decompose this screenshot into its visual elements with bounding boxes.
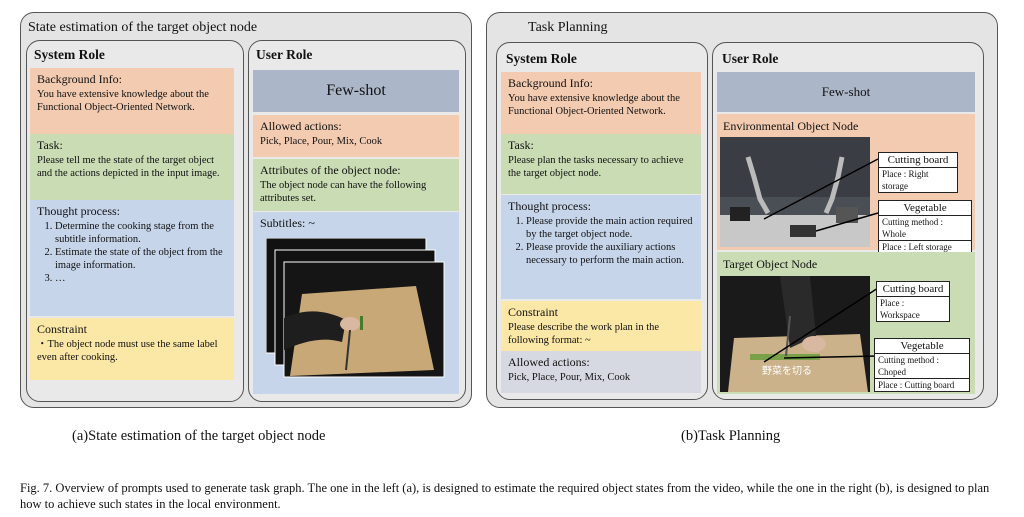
left-background-text: You have extensive knowledge about the F…: [37, 89, 209, 113]
right-thought-item: Please provide the main action required …: [526, 215, 694, 241]
right-thought-box: Thought process: Please provide the main…: [501, 195, 701, 299]
left-thought-item: Estimate the state of the object from th…: [55, 246, 227, 272]
vegetable-target-label: Vegetable Cutting method : Choped Place …: [874, 338, 970, 392]
left-allowed-box: Allowed actions: Pick, Place, Pour, Mix,…: [253, 115, 459, 157]
figure-caption: Fig. 7. Overview of prompts used to gene…: [20, 481, 990, 511]
left-attributes-box: Attributes of the object node: The objec…: [253, 159, 459, 211]
cutting-board-env-place: Place : Right storage: [882, 169, 929, 191]
right-constraint-head: Constraint: [508, 305, 558, 319]
robot-arm-right: [823, 156, 845, 214]
left-constraint-head: Constraint: [37, 322, 87, 336]
right-background-box: Background Info: You have extensive know…: [501, 72, 701, 134]
right-thought-list: Please provide the main action required …: [508, 215, 694, 267]
environment-photo: [720, 137, 870, 247]
right-background-head: Background Info:: [508, 76, 593, 90]
cutting-board-target-name: Cutting board: [877, 282, 949, 297]
left-task-box: Task: Please tell me the state of the ta…: [30, 134, 234, 200]
target-pointer-lines: [763, 287, 879, 363]
left-thought-list: Determine the cooking stage from the sub…: [37, 220, 227, 285]
arm-image: [284, 311, 346, 350]
cutting-board-target-place: Place : Workspace: [880, 298, 920, 320]
target-photo: [720, 276, 870, 392]
left-constraint-text: ・The object node must use the same label…: [37, 339, 218, 363]
vegetable-env-place: Place : Left storage: [882, 242, 952, 252]
env-pointer-lines: [763, 158, 879, 232]
panel-title-right: Task Planning: [528, 20, 608, 35]
left-thought-head: Thought process:: [37, 204, 120, 218]
target-node-title: Target Object Node: [723, 257, 818, 271]
vegetable-env-cutting: Cutting method : Whole: [879, 216, 971, 241]
left-background-head: Background Info:: [37, 72, 122, 86]
right-constraint-box: Constraint Please describe the work plan…: [501, 301, 701, 351]
vegetable-target-cutting: Cutting method : Choped: [875, 354, 969, 379]
left-fewshot-box: Few-shot: [253, 70, 459, 112]
vegetable-target-image: [750, 354, 820, 360]
left-attributes-text: The object node can have the following a…: [260, 180, 427, 204]
vegetable-target-place: Place : Cutting board: [878, 380, 955, 390]
vegetable-env-name: Vegetable: [879, 201, 971, 216]
right-allowed-head: Allowed actions:: [508, 355, 590, 369]
video-frame-stack: [266, 238, 445, 378]
vegetable-env-label: Vegetable Cutting method : Whole Place :…: [878, 200, 972, 254]
environmental-node-title: Environmental Object Node: [723, 119, 859, 133]
cutting-board-env-name: Cutting board: [879, 153, 957, 168]
cutting-board-env-image: [790, 225, 816, 237]
robot-arm-left: [745, 156, 771, 215]
cutting-board-env-label: Cutting board Place : Right storage: [878, 152, 958, 193]
cutting-board-target-image: [728, 334, 868, 392]
right-task-head: Task:: [508, 138, 534, 152]
left-constraint-box: Constraint ・The object node must use the…: [30, 318, 234, 380]
left-allowed-head: Allowed actions:: [260, 119, 342, 133]
right-background-text: You have extensive knowledge about the F…: [508, 93, 680, 117]
vegetable-target-name: Vegetable: [875, 339, 969, 354]
knife-image: [345, 329, 351, 371]
left-user-role-title: User Role: [256, 47, 313, 62]
left-attributes-head: Attributes of the object node:: [260, 163, 401, 177]
right-task-box: Task: Please plan the tasks necessary to…: [501, 134, 701, 194]
right-user-role-title: User Role: [722, 51, 779, 66]
left-background-box: Background Info: You have extensive know…: [30, 68, 234, 134]
cutting-board-image: [290, 286, 434, 376]
right-allowed-text: Pick, Place, Pour, Mix, Cook: [508, 372, 631, 383]
left-thought-box: Thought process: Determine the cooking s…: [30, 200, 234, 316]
knife-target-image: [785, 315, 791, 357]
left-task-head: Task:: [37, 138, 63, 152]
left-subtitles-label: Subtitles: ~: [260, 216, 315, 230]
right-allowed-box: Allowed actions: Pick, Place, Pour, Mix,…: [501, 351, 701, 393]
hand-target-image: [802, 336, 826, 352]
panel-title-left: State estimation of the target object no…: [28, 20, 258, 35]
caption-b: (b)Task Planning: [681, 428, 781, 444]
left-system-role-title: System Role: [34, 47, 105, 62]
right-thought-head: Thought process:: [508, 199, 591, 213]
japanese-subtitle: 野菜を切る: [762, 366, 812, 377]
left-thought-item: …: [55, 272, 227, 285]
cutting-board-target-label: Cutting board Place : Workspace: [876, 281, 950, 322]
left-task-text: Please tell me the state of the target o…: [37, 155, 220, 179]
vegetable-image: [360, 316, 363, 330]
left-thought-item: Determine the cooking stage from the sub…: [55, 220, 227, 246]
right-task-text: Please plan the tasks necessary to achie…: [508, 155, 684, 179]
left-allowed-text: Pick, Place, Pour, Mix, Cook: [260, 136, 383, 147]
right-fewshot-box: Few-shot: [717, 72, 975, 112]
right-system-role-title: System Role: [506, 51, 577, 66]
caption-a: (a)State estimation of the target object…: [72, 428, 326, 444]
hand-image: [340, 317, 360, 331]
right-constraint-text: Please describe the work plan in the fol…: [508, 322, 660, 346]
right-thought-item: Please provide the auxiliary actions nec…: [526, 241, 694, 267]
